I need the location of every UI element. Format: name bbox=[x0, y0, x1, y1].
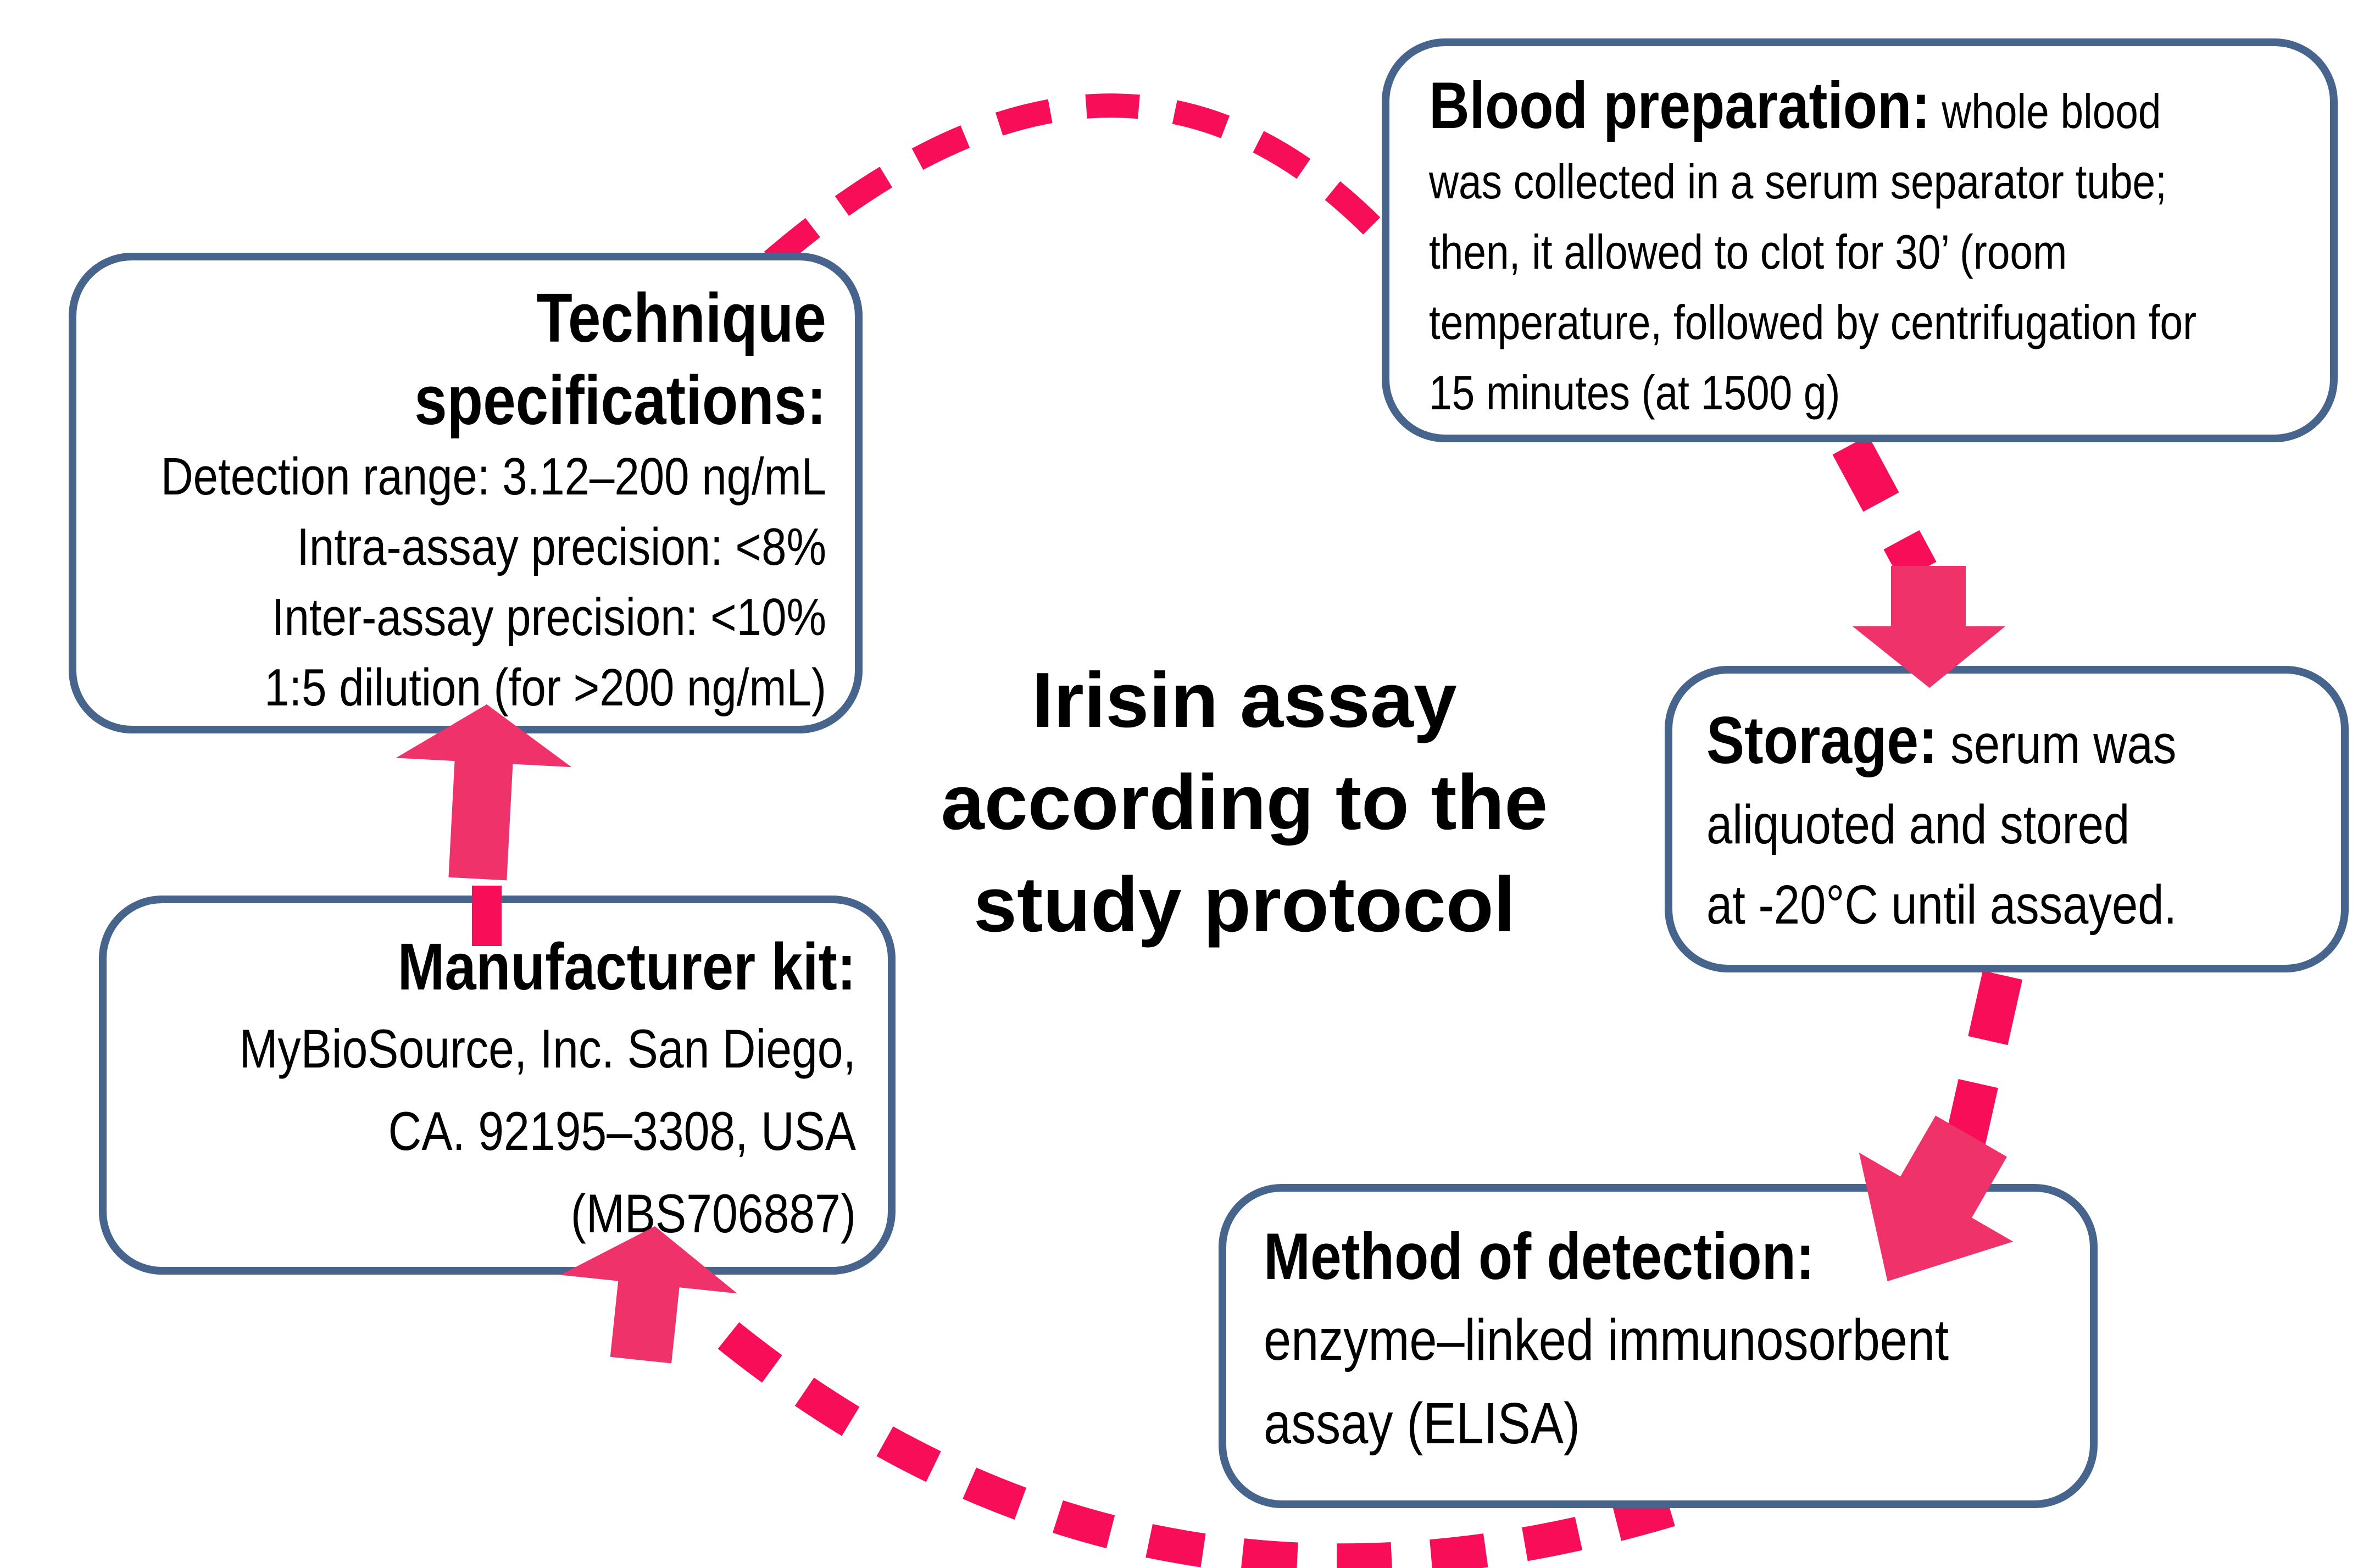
method-line: assay (ELISA) bbox=[1264, 1391, 1580, 1456]
technique-heading-line1: Technique bbox=[536, 279, 826, 357]
blood-preparation-line: Blood preparation:whole blood bbox=[1429, 70, 2318, 147]
manufacturer-line: MyBioSource, Inc. San Diego, bbox=[239, 1018, 857, 1079]
blood-preparation-line: then, it allowed to clot for 30’ (room bbox=[1429, 225, 2067, 279]
technique-heading-line2: specifications: bbox=[414, 362, 826, 439]
connector-storage-to-method-dashes bbox=[1945, 970, 2023, 1147]
connector-technique-to-blood-dashed-arc bbox=[764, 93, 1393, 270]
diagram-title-line: according to the bbox=[941, 759, 1548, 846]
connector-method-to-manufacturer-dashed-arc bbox=[702, 1310, 1675, 1568]
manufacturer-line: (MBS706887) bbox=[570, 1183, 856, 1244]
node-manufacturer-kit: Manufacturer kit: MyBioSource, Inc. San … bbox=[99, 896, 896, 1275]
manufacturer-line: CA. 92195–3308, USA bbox=[388, 1100, 856, 1161]
storage-line: aliquoted and stored bbox=[1706, 794, 2130, 855]
technique-spec-line: Inter-assay precision: <10% bbox=[271, 588, 826, 647]
manufacturer-heading: Manufacturer kit: bbox=[397, 929, 856, 1004]
blood-preparation-line: was collected in a serum separator tube; bbox=[1429, 154, 2167, 209]
method-heading: Method of detection: bbox=[1264, 1220, 1815, 1293]
blood-preparation-heading: Blood preparation: bbox=[1429, 69, 1931, 142]
technique-spec-line: Detection range: 3.12–200 ng/mL bbox=[160, 447, 826, 506]
technique-spec-line: 1:5 dilution (for >200 ng/mL) bbox=[264, 658, 827, 717]
diagram-title-line: Irisin assay bbox=[1032, 657, 1457, 744]
method-line: enzyme–linked immunosorbent bbox=[1264, 1308, 1949, 1372]
storage-line: Storage:serum was bbox=[1706, 700, 2323, 785]
node-method-of-detection: Method of detection: enzyme–linked immun… bbox=[1219, 1184, 2098, 1508]
node-technique-specifications: Technique specifications: Detection rang… bbox=[69, 253, 863, 733]
blood-preparation-line: temperature, followed by centrifugation … bbox=[1429, 295, 2197, 349]
storage-heading: Storage: bbox=[1706, 703, 1938, 777]
diagram-title-line: study protocol bbox=[973, 861, 1516, 948]
node-blood-preparation: Blood preparation:whole blood was collec… bbox=[1382, 38, 2338, 442]
blood-preparation-line: 15 minutes (at 1500 g) bbox=[1429, 365, 1840, 420]
storage-heading-rest: serum was bbox=[1950, 714, 2177, 775]
storage-line: at -20°C until assayed. bbox=[1706, 874, 2177, 936]
diagram-title: Irisin assay according to the study prot… bbox=[860, 649, 1629, 956]
technique-spec-line: Intra-assay precision: <8% bbox=[297, 518, 826, 576]
node-storage: Storage:serum was aliquoted and stored a… bbox=[1665, 666, 2349, 972]
connector-blood-to-storage-dashes bbox=[1832, 435, 1937, 581]
blood-preparation-heading-rest: whole blood bbox=[1942, 84, 2161, 138]
